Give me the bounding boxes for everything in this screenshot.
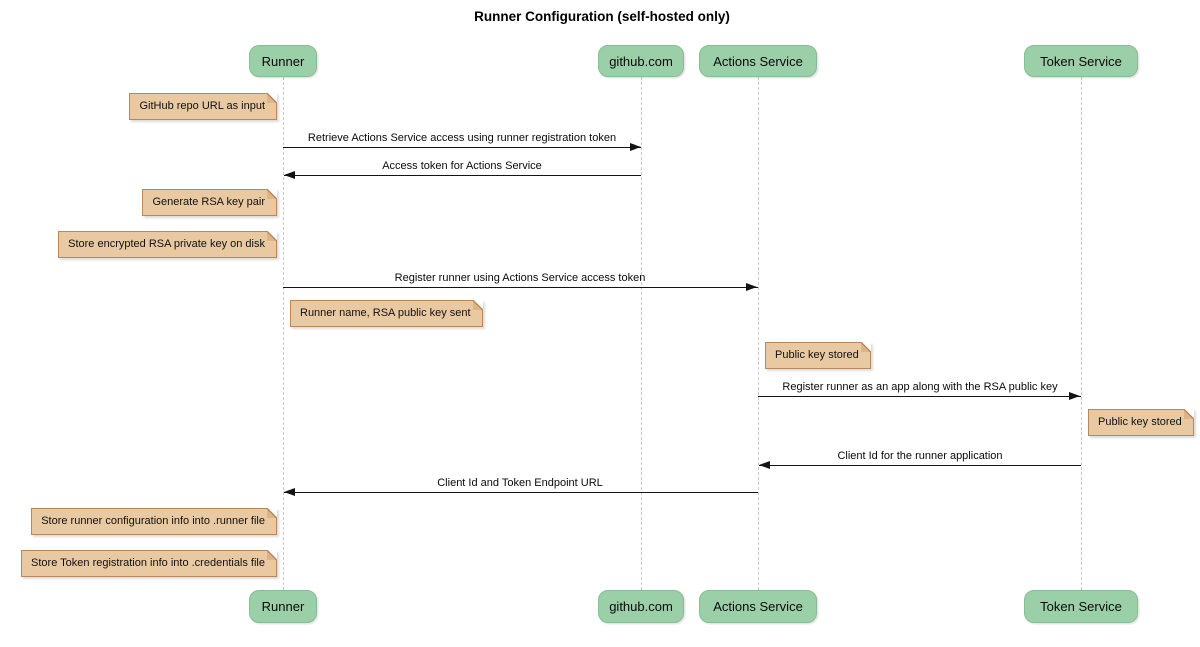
participant-actions-service-top: Actions Service — [699, 45, 817, 77]
arrowhead-left-icon — [284, 488, 295, 496]
note-github-repo-url: GitHub repo URL as input — [129, 93, 277, 120]
participant-token-service-bottom: Token Service — [1024, 590, 1138, 623]
participant-runner-bottom: Runner — [249, 590, 317, 623]
note-generate-rsa-key: Generate RSA key pair — [142, 189, 277, 216]
message-label: Retrieve Actions Service access using ru… — [307, 132, 617, 144]
arrowhead-right-icon — [1069, 392, 1080, 400]
participant-token-service-top: Token Service — [1024, 45, 1138, 77]
message-line — [283, 287, 758, 288]
arrowhead-left-icon — [284, 171, 295, 179]
message-label: Access token for Actions Service — [382, 160, 542, 172]
message-line — [284, 175, 641, 176]
message-line — [284, 492, 758, 493]
message-label: Register runner as an app along with the… — [782, 381, 1058, 393]
lifeline-token-service — [1081, 77, 1082, 590]
participant-runner-top: Runner — [249, 45, 317, 77]
lifeline-runner — [283, 77, 284, 590]
message-line — [283, 147, 641, 148]
note-runner-name-sent: Runner name, RSA public key sent — [290, 300, 483, 327]
note-store-private-key: Store encrypted RSA private key on disk — [58, 231, 277, 258]
diagram-title: Runner Configuration (self-hosted only) — [474, 9, 730, 24]
note-store-runner-file: Store runner configuration info into .ru… — [31, 508, 277, 535]
participant-github-top: github.com — [598, 45, 684, 77]
arrowhead-left-icon — [759, 461, 770, 469]
lifeline-github — [641, 77, 642, 590]
message-line — [759, 465, 1081, 466]
lifeline-actions-service — [758, 77, 759, 590]
participant-github-bottom: github.com — [598, 590, 684, 623]
message-label: Client Id and Token Endpoint URL — [437, 477, 603, 489]
message-label: Register runner using Actions Service ac… — [394, 272, 646, 284]
arrowhead-right-icon — [746, 283, 757, 291]
note-public-key-stored-actions: Public key stored — [765, 342, 871, 369]
message-line — [758, 396, 1081, 397]
note-store-credentials-file: Store Token registration info into .cred… — [21, 550, 277, 577]
arrowhead-right-icon — [630, 143, 641, 151]
note-public-key-stored-token: Public key stored — [1088, 409, 1194, 436]
message-label: Client Id for the runner application — [837, 450, 1003, 462]
participant-actions-service-bottom: Actions Service — [699, 590, 817, 623]
